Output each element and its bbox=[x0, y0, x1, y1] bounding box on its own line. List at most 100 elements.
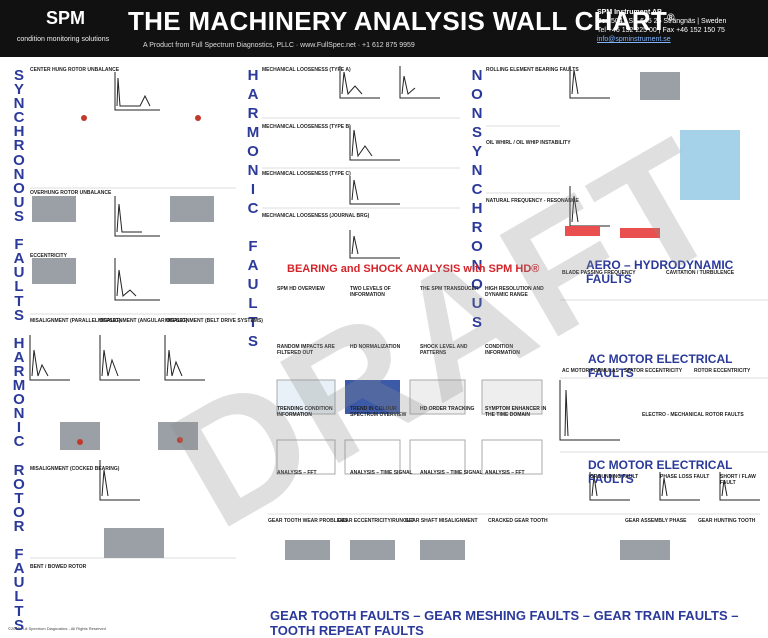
label-ac-formulas: AC MOTOR FORMULAS bbox=[562, 368, 619, 374]
vertical-letter: M bbox=[12, 377, 26, 395]
vertical-letter: O bbox=[13, 391, 25, 409]
bearing-step-label: ANALYSIS – TIME SIGNAL bbox=[350, 470, 413, 476]
vertical-letter: O bbox=[13, 475, 25, 493]
label-cracked: CRACKED GEAR TOOTH bbox=[488, 518, 548, 524]
vertical-letter: S bbox=[13, 306, 24, 324]
vertical-letter: T bbox=[14, 292, 24, 310]
vertical-letter: T bbox=[14, 489, 24, 507]
bearing-step-label: HD ORDER TRACKING bbox=[420, 406, 475, 412]
vertical-letter: H bbox=[13, 123, 25, 141]
company-address: Box 504 | SE-645 25 Strängnäs | Sweden bbox=[597, 18, 727, 25]
bearing-step-label: TWO LEVELS OF INFORMATION bbox=[350, 286, 391, 298]
vertical-letter: F bbox=[14, 236, 24, 254]
bearing-step-label: RANDOM IMPACTS ARE FILTERED OUT bbox=[277, 344, 335, 356]
vertical-letter: F bbox=[248, 238, 258, 255]
vertical-letter: U bbox=[13, 264, 25, 282]
label-short: SHORT / FLAW FAULT bbox=[720, 474, 756, 486]
label-looseness-a: MECHANICAL LOOSENESS (TYPE A) bbox=[262, 67, 351, 73]
label-electro: ELECTRO - MECHANICAL ROTOR FAULTS bbox=[642, 412, 744, 418]
vertical-letter: H bbox=[247, 67, 259, 84]
vertical-letter: C bbox=[13, 109, 25, 127]
label-gear-ecc: GEAR ECCENTRICITY/RUNOUT bbox=[338, 518, 414, 524]
vertical-letter: A bbox=[13, 250, 25, 268]
vertical-letter: S bbox=[471, 124, 482, 141]
vertical-letter: Y bbox=[13, 81, 24, 99]
vertical-letter: N bbox=[471, 162, 483, 179]
vertical-letter: S bbox=[471, 314, 482, 331]
vertical-letter: O bbox=[471, 238, 483, 255]
bearing-step-label: CONDITION INFORMATION bbox=[485, 344, 520, 356]
vertical-letter: N bbox=[13, 95, 25, 113]
page-title: THE MACHINERY ANALYSIS WALL CHART® bbox=[128, 6, 675, 36]
copyright: ©2013 Full Spectrum Diagnostics - All Ri… bbox=[8, 626, 106, 631]
label-looseness-c: MECHANICAL LOOSENESS (TYPE C) bbox=[262, 171, 351, 177]
bearing-step-label: SHOCK LEVEL AND PATTERNS bbox=[420, 344, 468, 356]
label-assembly: GEAR ASSEMBLY PHASE bbox=[625, 518, 687, 524]
vertical-letter: C bbox=[247, 200, 259, 217]
vertical-letter: U bbox=[247, 276, 259, 293]
vertical-letter: S bbox=[13, 207, 24, 225]
label-misalign-belt: MISALIGNMENT (BELT DRIVE SYSTEMS) bbox=[165, 318, 263, 324]
label-overhung: OVERHUNG ROTOR UNBALANCE bbox=[30, 190, 112, 196]
vertical-letter: I bbox=[250, 181, 256, 198]
label-looseness-b: MECHANICAL LOOSENESS (TYPE B) bbox=[262, 124, 351, 130]
vertical-letter: L bbox=[14, 278, 24, 296]
label-cavitation: CAVITATION / TURBULENCE bbox=[666, 270, 735, 276]
vertical-letter: U bbox=[471, 295, 483, 312]
vertical-letter: R bbox=[13, 518, 25, 535]
label-grounding: GROUNDING FAULT bbox=[590, 474, 639, 480]
label-cocked-bearing: MISALIGNMENT (COCKED BEARING) bbox=[30, 466, 120, 472]
vertical-letter: M bbox=[246, 124, 260, 141]
vertical-letter: S bbox=[247, 333, 258, 350]
company-info: SPM Instrument AB Box 504 | SE-645 25 St… bbox=[597, 8, 765, 44]
bearing-step-label: ANALYSIS – TIME SIGNAL bbox=[420, 470, 483, 476]
bearing-step-label: TREND IN COLOUR SPECTRUM OVERVIEW bbox=[350, 406, 407, 418]
vertical-letter: L bbox=[248, 295, 258, 312]
label-gear-misalign: GEAR SHAFT MISALIGNMENT bbox=[405, 518, 478, 524]
vertical-letter: R bbox=[13, 461, 25, 479]
company-name: SPM Instrument AB bbox=[597, 9, 663, 16]
vertical-letter: A bbox=[13, 560, 25, 578]
vertical-letter: R bbox=[13, 362, 25, 380]
vertical-letter: O bbox=[247, 143, 259, 160]
bearing-step-label: THE SPM TRANSDUCER bbox=[420, 286, 479, 292]
label-oil-whirl: OIL WHIRL / OIL WHIP INSTABILITY bbox=[486, 140, 571, 146]
bearing-step-label: SPM HD OVERVIEW bbox=[277, 286, 325, 292]
bearing-step-label: ANALYSIS – FFT bbox=[485, 470, 525, 476]
label-hunting: GEAR HUNTING TOOTH bbox=[698, 518, 756, 524]
label-resonance: NATURAL FREQUENCY - RESONANCE bbox=[486, 198, 579, 204]
vertical-letter: L bbox=[14, 588, 24, 606]
label-journal: MECHANICAL LOOSENESS (JOURNAL BRG) bbox=[262, 213, 370, 219]
vertical-letter: O bbox=[13, 151, 25, 169]
vertical-letter: N bbox=[247, 162, 259, 179]
bearing-shock-title: BEARING and SHOCK ANALYSIS with SPM HD® bbox=[287, 263, 540, 275]
label-gear-wear: GEAR TOOTH WEAR PROBLEMS bbox=[268, 518, 348, 524]
label-blade: BLADE PASSING FREQUENCY bbox=[562, 270, 636, 276]
vertical-letter: T bbox=[14, 602, 24, 620]
vertical-letter: A bbox=[13, 348, 25, 366]
bearing-step-label: HD NORMALIZATION bbox=[350, 344, 401, 350]
vertical-letter: R bbox=[471, 219, 483, 236]
label-rotor-ecc: ROTOR ECCENTRICITY bbox=[694, 368, 751, 374]
vertical-letter: R bbox=[13, 137, 25, 155]
company-email[interactable]: info@spminstrument.se bbox=[597, 36, 671, 43]
vertical-letter: O bbox=[13, 179, 25, 197]
vertical-letter: S bbox=[13, 616, 24, 634]
vertical-letter: C bbox=[13, 433, 25, 451]
label-stator: STATOR ECCENTRICITY bbox=[624, 368, 683, 374]
vertical-letter: F bbox=[14, 546, 24, 564]
spm-logo: SPM condition monitoring solutions bbox=[4, 4, 122, 54]
company-phone: Tel +46 152 225 00 | Fax +46 152 150 75 bbox=[597, 27, 725, 34]
vertical-letter: Y bbox=[471, 143, 482, 160]
vertical-letter: O bbox=[13, 503, 25, 521]
vertical-letter: A bbox=[247, 257, 259, 274]
label-misalign-parallel: MISALIGNMENT (PARALLEL OFFSET) bbox=[30, 318, 121, 324]
vertical-letter: O bbox=[471, 276, 483, 293]
bearing-step-label: SYMPTOM ENHANCER IN THE TIME DOMAIN bbox=[485, 406, 547, 418]
bearing-step-label: TRENDING CONDITION INFORMATION bbox=[277, 406, 333, 418]
logo-subtitle: condition monitoring solutions bbox=[16, 36, 110, 43]
bearing-step-label: HIGH RESOLUTION AND DYNAMIC RANGE bbox=[485, 286, 544, 298]
